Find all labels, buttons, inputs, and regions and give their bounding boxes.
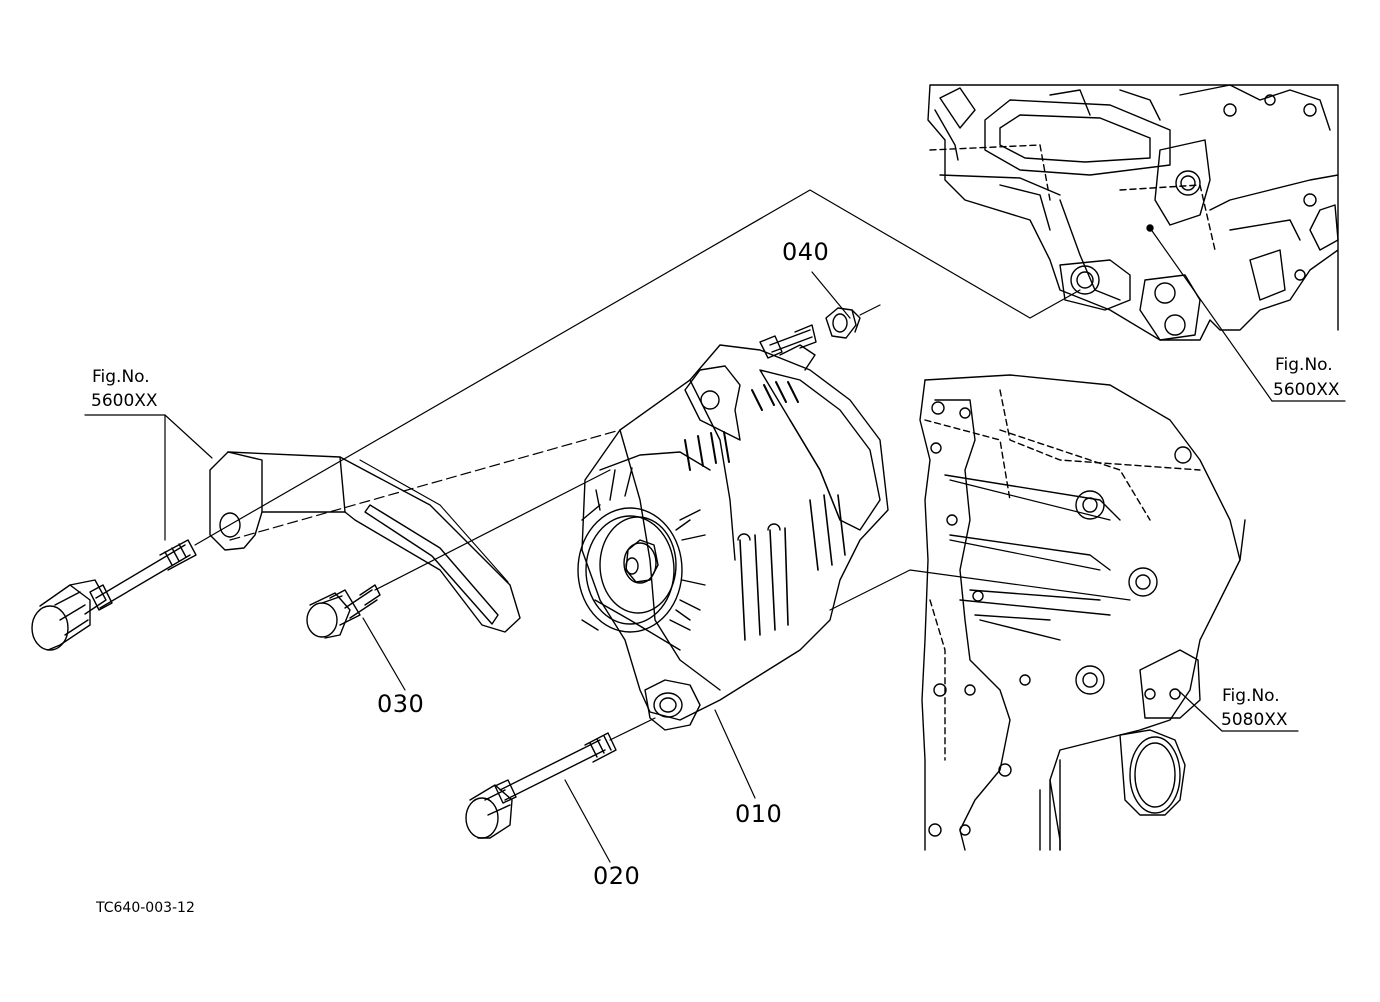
- fig-ref-top-right: 5600XX: [1273, 380, 1340, 400]
- leader-fig-bottom-right: [1179, 691, 1299, 732]
- mounting-bolt-020: [465, 732, 617, 839]
- leader-fig-left: [84, 414, 166, 541]
- leader-fig-top-right: [1149, 227, 1346, 402]
- leader-lines: [84, 189, 1346, 863]
- callout-020: 020: [593, 862, 641, 890]
- leader-010: [714, 709, 756, 799]
- adjust-bolt-030: [306, 584, 381, 639]
- fig-ref-bottom-right: 5080XX: [1221, 710, 1288, 730]
- long-bolt-left: [31, 539, 197, 651]
- fig-label-bottom-right: Fig.No.: [1222, 686, 1280, 706]
- leader-020: [564, 779, 611, 863]
- alternator-assembly: [577, 344, 889, 731]
- fig-label-top-right: Fig.No.: [1275, 355, 1333, 375]
- callout-040: 040: [782, 238, 830, 266]
- alternator-bracket: [209, 451, 521, 633]
- callout-030: 030: [377, 690, 425, 718]
- fig-ref-left: 5600XX: [91, 391, 158, 411]
- leader-040: [811, 271, 851, 319]
- callout-010: 010: [735, 800, 783, 828]
- leader-030: [362, 617, 406, 691]
- drawing-code: TC640-003-12: [96, 900, 195, 916]
- leader-dot: [1146, 224, 1154, 232]
- gear-case-housing: [919, 374, 1246, 851]
- fig-label-left: Fig.No.: [92, 367, 150, 387]
- pulley-outer: [577, 507, 683, 633]
- stud-nut-040: [759, 307, 861, 359]
- engine-block-top: [927, 84, 1339, 341]
